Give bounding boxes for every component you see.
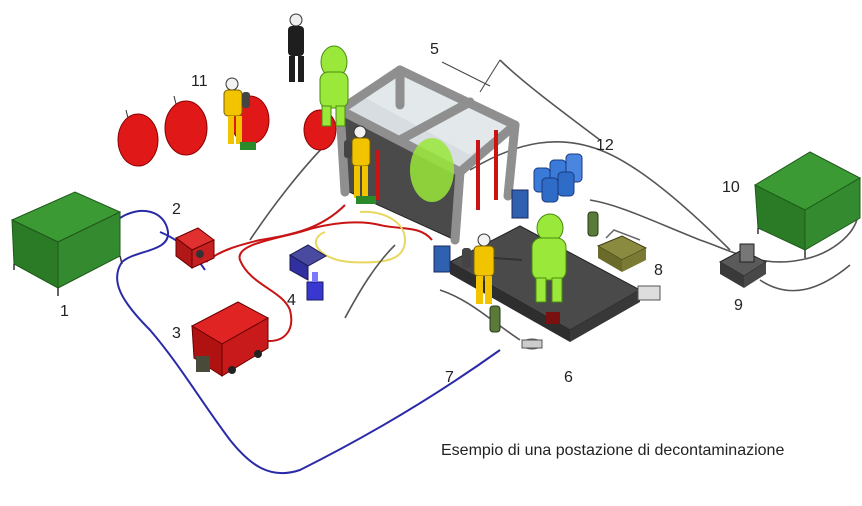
label-11: 11 <box>191 73 208 90</box>
tent-10 <box>753 151 862 258</box>
label-10: 10 <box>722 179 740 196</box>
figure-lime-platform <box>531 213 567 303</box>
figure-caption: Esempio di una postazione di decontamina… <box>441 442 785 459</box>
figure-yellow-platform <box>462 233 523 304</box>
figure-lime-top <box>319 45 349 127</box>
label-5: 5 <box>430 41 439 58</box>
unit-4 <box>289 244 327 301</box>
label-9: 9 <box>734 297 743 314</box>
label-7: 7 <box>445 369 454 386</box>
device-9 <box>718 243 768 288</box>
pump-2 <box>175 227 215 269</box>
equipment-8 <box>587 211 661 301</box>
label-1: 1 <box>60 303 69 320</box>
water-tanks-12 <box>511 153 583 219</box>
figure-yellow-11 <box>223 77 256 150</box>
label-leaders <box>441 59 501 93</box>
yellow-hose <box>314 210 407 264</box>
decon-tent-5 <box>335 65 520 245</box>
generator-3 <box>190 301 270 377</box>
figure-black <box>288 13 304 82</box>
red-inflatables-11 <box>117 95 337 167</box>
label-2: 2 <box>172 201 181 218</box>
tent-1 <box>10 191 123 296</box>
label-4: 4 <box>287 292 296 309</box>
red-hoses <box>205 204 433 342</box>
label-6: 6 <box>564 369 573 386</box>
label-8: 8 <box>654 262 663 279</box>
label-3: 3 <box>172 325 181 342</box>
figure-yellow-center <box>344 125 376 204</box>
label-12: 12 <box>596 137 614 154</box>
